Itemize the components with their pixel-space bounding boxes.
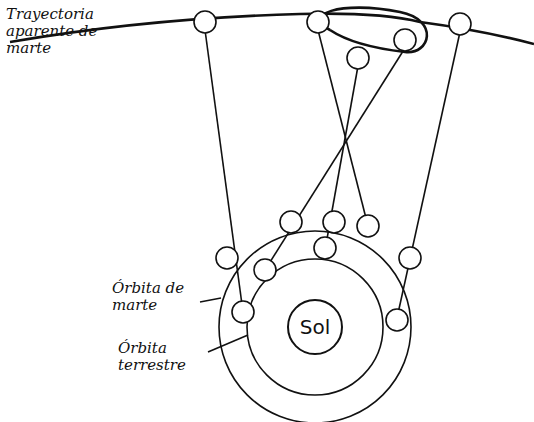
apparent-position (449, 13, 471, 35)
apparent-position (394, 29, 416, 51)
earth-position (314, 237, 336, 259)
mars-position (323, 211, 345, 233)
apparent-position (194, 11, 216, 33)
outer-orbit (219, 231, 411, 422)
sight-line (265, 48, 405, 270)
mars-position (357, 215, 379, 237)
sight-line (318, 30, 368, 226)
earth-position (232, 301, 254, 323)
inner-orbit (247, 259, 383, 395)
sun-circle: Sol (287, 299, 343, 355)
sight-line (397, 32, 460, 318)
mars-position (399, 247, 421, 269)
apparent-position (307, 11, 329, 33)
sun-label: Sol (300, 315, 331, 339)
earth-position (386, 309, 408, 331)
handwritten-label: Trayectoria aparente de marte (6, 6, 106, 57)
sight-line (205, 30, 243, 312)
mars-position (280, 211, 302, 233)
handwritten-label: Órbita terrestre (118, 340, 206, 374)
leader-line (200, 298, 221, 302)
retrograde-loop (320, 8, 427, 53)
mars-position (216, 247, 238, 269)
apparent-position (347, 47, 369, 69)
handwritten-label: Órbita de marte (112, 280, 200, 314)
earth-position (254, 259, 276, 281)
leader-line (208, 335, 248, 352)
